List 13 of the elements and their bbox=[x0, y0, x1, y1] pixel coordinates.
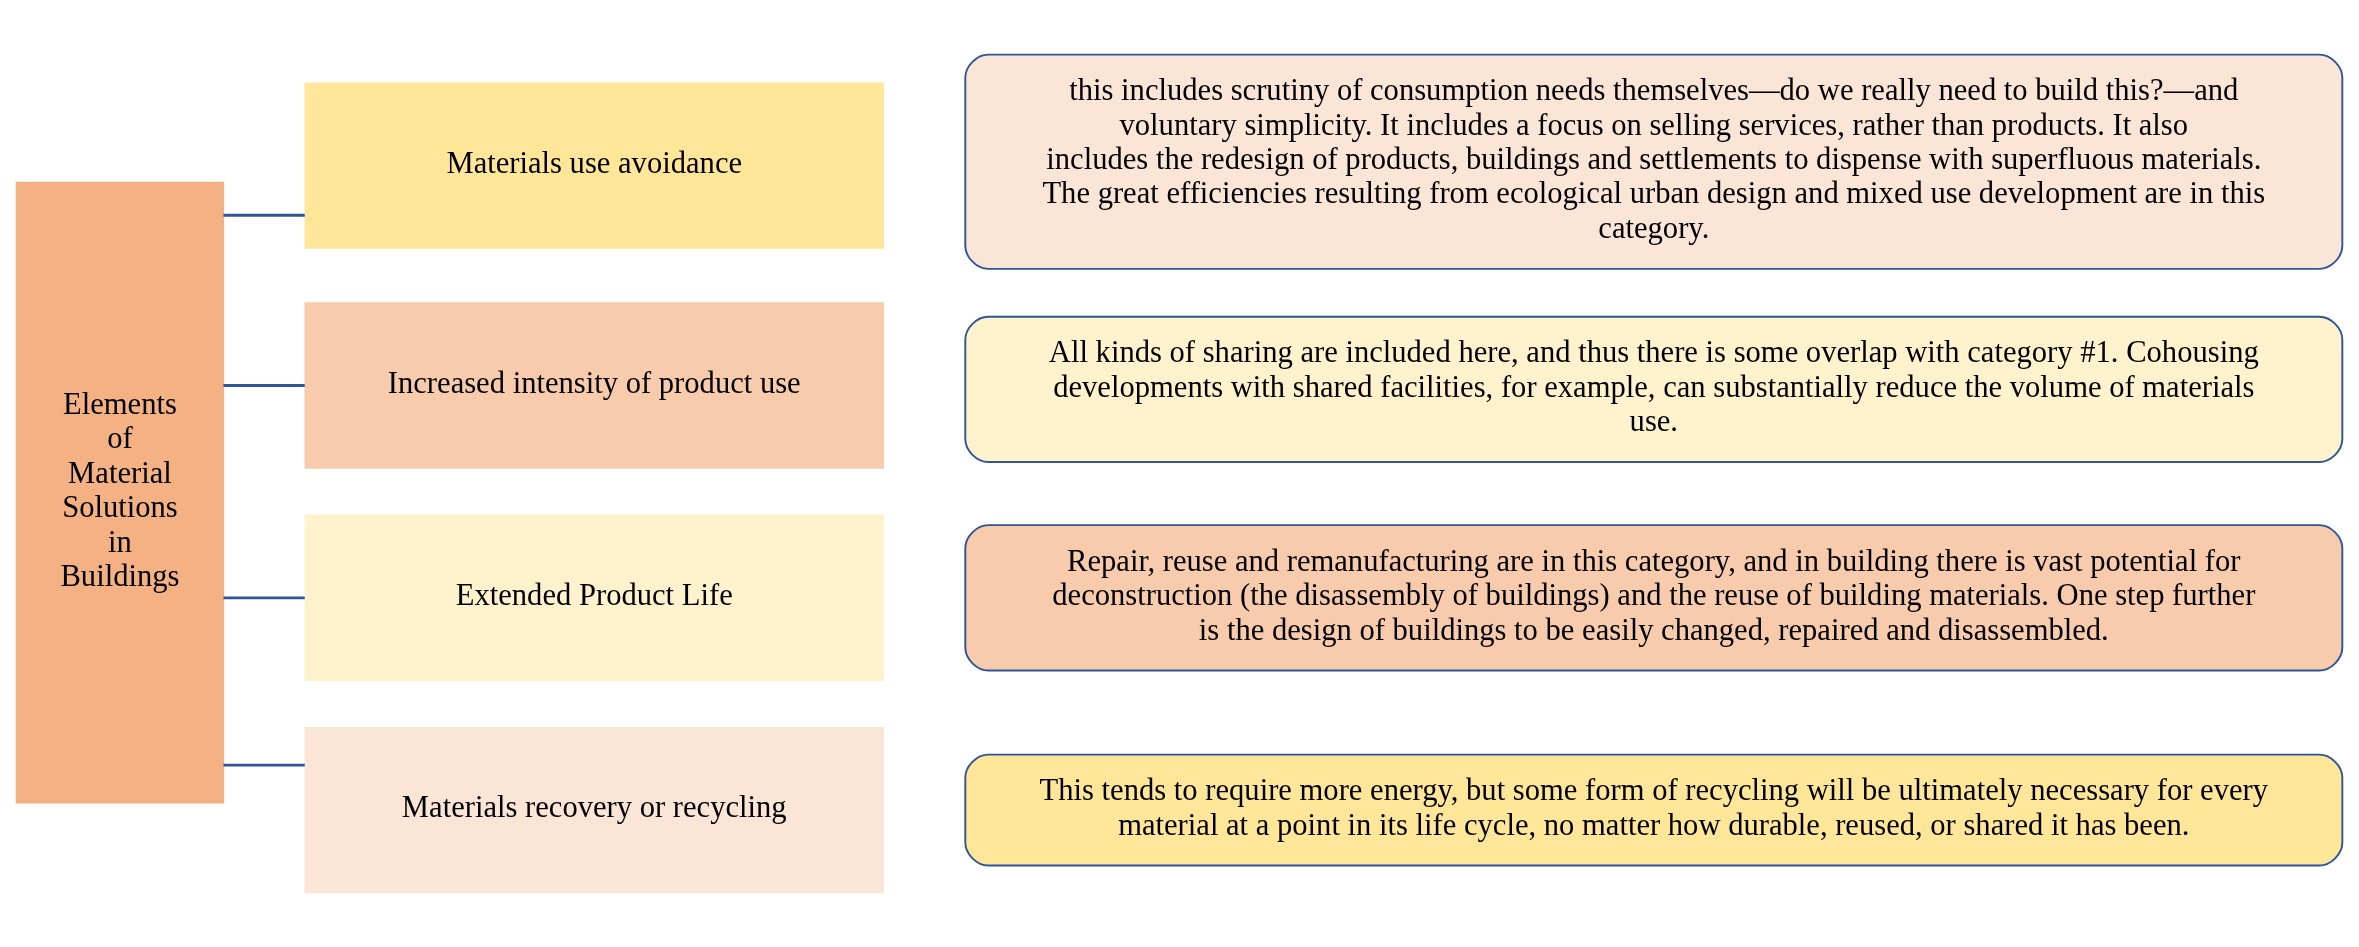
node-box: Materials recovery or recycling bbox=[304, 726, 884, 894]
node-box: Elements of Material Solutions in Buildings bbox=[15, 181, 225, 804]
node-box: All kinds of sharing are included here, and thus there is some overlap with category #1. Cohousing developments with shared facilities, for example, can substantially reduce the volume of materials use. bbox=[964, 315, 2344, 463]
node-box: This tends to require more energy, but some form of recycling will be ultimately necessary for every material at a point in its life cycle, no matter how durable, reused, or shared it has been. bbox=[964, 753, 2344, 867]
connector bbox=[223, 384, 305, 387]
connector bbox=[223, 596, 305, 600]
connector bbox=[223, 763, 305, 767]
node-box: Increased intensity of product use bbox=[304, 302, 884, 469]
node-box: Materials use avoidance bbox=[304, 82, 884, 249]
connector bbox=[223, 213, 305, 217]
node-box: Repair, reuse and remanufacturing are in this category, and in building there is vast potential for deconstruction (the disassembly of buildings) and the reuse of building materials. One step further is the design of buildings to be easily changed, repaired and disassembled. bbox=[964, 524, 2344, 672]
node-box: this includes scrutiny of consumption needs themselves—do we really need to build this?—and voluntary simplicity. It includes a focus on selling services, rather than products. It also includes the redesign of products, buildings and settlements to dispense with superfluous materials. The great efficiencies resulting from ecological urban design and mixed use development are in this category. bbox=[964, 53, 2344, 270]
node-box: Extended Product Life bbox=[304, 514, 884, 681]
